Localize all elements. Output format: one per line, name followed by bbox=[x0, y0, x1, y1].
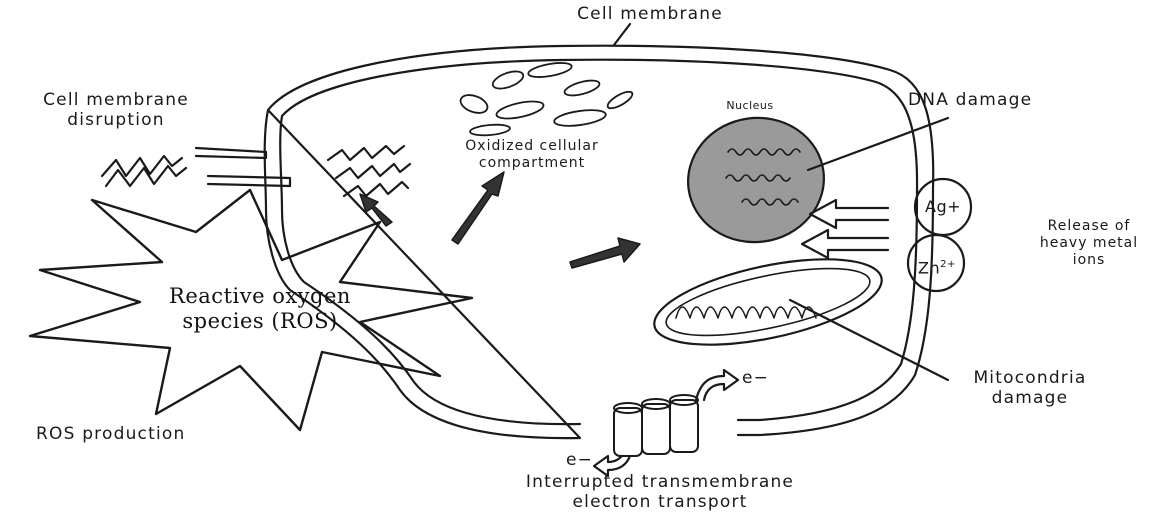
electron-out-label: e− bbox=[742, 368, 769, 388]
zn-symbol: Zn bbox=[918, 258, 940, 277]
cell-membrane-inner bbox=[280, 60, 917, 424]
ros-line-1: Reactive oxygen bbox=[160, 284, 360, 309]
lightning-bolt-inner-1 bbox=[328, 146, 404, 160]
membrane-disruption-line-2: disruption bbox=[6, 110, 226, 130]
zn-ion-label: Zn2+ bbox=[918, 255, 956, 278]
mitochondrion bbox=[647, 243, 889, 362]
membrane-disruption-label: Cell membrane disruption bbox=[6, 90, 226, 130]
ag-ion-label: Ag+ bbox=[925, 197, 961, 217]
ros-production-label: ROS production bbox=[36, 424, 185, 444]
mitochondrion-cristae bbox=[676, 307, 816, 318]
nucleus-label: Nucleus bbox=[690, 96, 810, 116]
mitochondrion-inner bbox=[661, 255, 875, 349]
membrane-gap-bottom bbox=[208, 176, 290, 186]
release-heavy-metal-label: Release of heavy metal ions bbox=[1014, 218, 1164, 269]
ion-arrow-top bbox=[810, 200, 888, 228]
mito-line-2: damage bbox=[940, 388, 1120, 408]
electron-in-label: e− bbox=[566, 450, 593, 470]
mito-line-1: Mitocondria bbox=[940, 368, 1120, 388]
electron-arrow-top bbox=[696, 370, 738, 400]
membrane-gap-top bbox=[196, 148, 266, 158]
lightning-bolt-inner-3 bbox=[344, 182, 408, 196]
zn-charge: 2+ bbox=[940, 259, 956, 270]
lightning-bolt-inner-2 bbox=[336, 164, 410, 178]
transmembrane-channel bbox=[614, 395, 698, 456]
oxidized-compartment-label: Oxidized cellular compartment bbox=[432, 138, 632, 172]
arrow-to-nucleus bbox=[570, 238, 640, 268]
arrow-to-membrane bbox=[360, 194, 392, 226]
oxidized-compartments bbox=[458, 60, 635, 136]
release-line-3: ions bbox=[1014, 252, 1164, 269]
ion-arrow-bottom bbox=[802, 230, 888, 258]
release-line-1: Release of bbox=[1014, 218, 1164, 235]
arrow-to-compartment bbox=[452, 172, 504, 244]
oxidized-line-2: compartment bbox=[432, 155, 632, 172]
oxidized-line-1: Oxidized cellular bbox=[432, 138, 632, 155]
release-line-2: heavy metal bbox=[1014, 235, 1164, 252]
membrane-disruption-line-1: Cell membrane bbox=[6, 90, 226, 110]
transport-line-2: electron transport bbox=[480, 492, 840, 512]
lightning-bolt-left bbox=[102, 156, 186, 186]
ros-label: Reactive oxygen species (ROS) bbox=[160, 284, 360, 334]
mitochondria-damage-label: Mitocondria damage bbox=[940, 368, 1120, 408]
transport-line-1: Interrupted transmembrane bbox=[480, 472, 840, 492]
cell-membrane-label: Cell membrane bbox=[560, 4, 740, 24]
dna-damage-leader bbox=[808, 118, 948, 170]
transport-label: Interrupted transmembrane electron trans… bbox=[480, 472, 840, 512]
ros-line-2: species (ROS) bbox=[160, 309, 360, 334]
dna-damage-label: DNA damage bbox=[908, 90, 1032, 110]
cell-membrane-leader bbox=[614, 24, 630, 45]
cell-membrane-outer bbox=[265, 46, 934, 438]
